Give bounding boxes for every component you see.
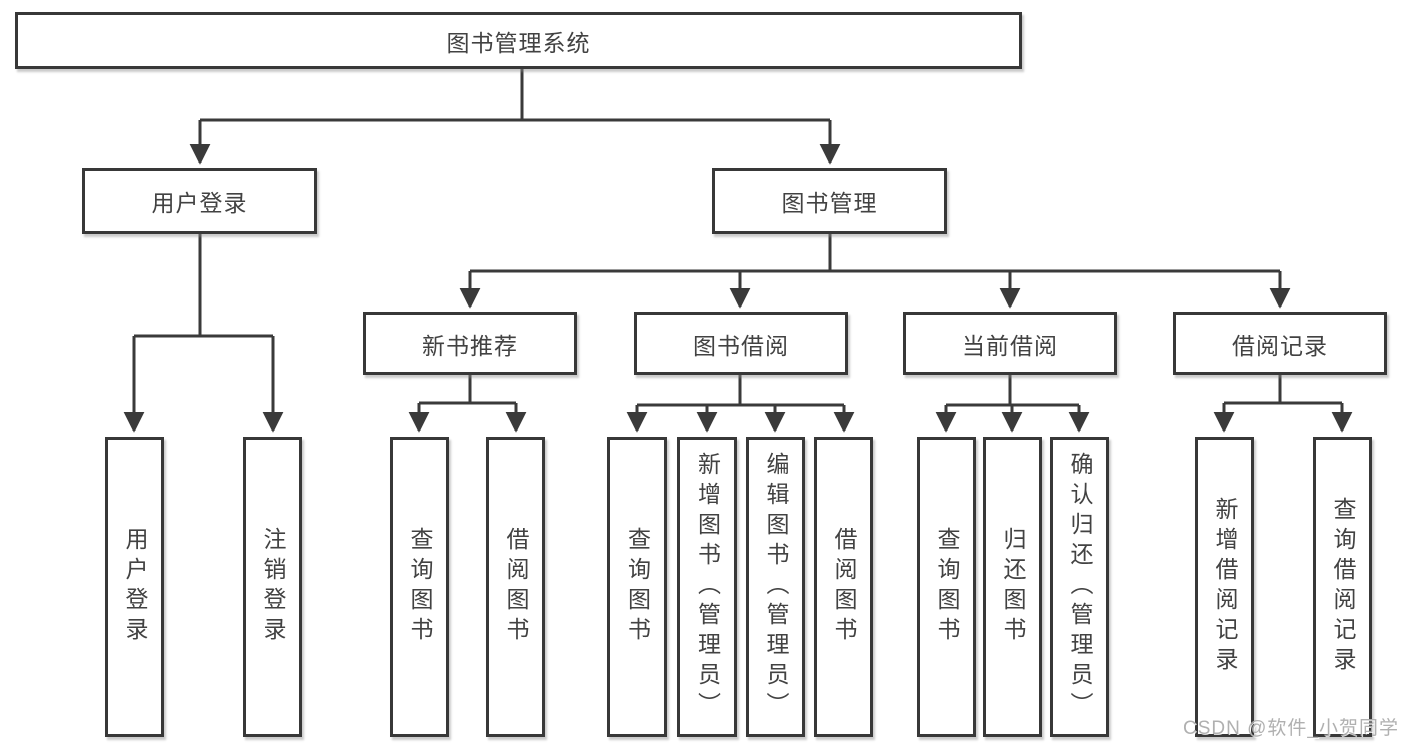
leaf-records-query-record: 查询借阅记录: [1313, 437, 1372, 737]
leaf-records-query-record-label: 查询借阅记录: [1330, 497, 1356, 677]
leaf-user-login: 用户登录: [105, 437, 164, 737]
node-new-book-recommend: 新书推荐: [363, 312, 577, 375]
leaf-newbook-borrow-books-label: 借阅图书: [503, 527, 529, 647]
leaf-current-confirm-return-admin: 确认归还（管理员）: [1050, 437, 1109, 737]
leaf-current-confirm-return-admin-label: 确认归还（管理员）: [1067, 452, 1093, 722]
leaf-newbook-borrow-books: 借阅图书: [486, 437, 545, 737]
node-user-login-label: 用户登录: [151, 190, 248, 216]
leaf-user-login-label: 用户登录: [122, 527, 148, 647]
leaf-logout: 注销登录: [243, 437, 302, 737]
node-current-borrowing: 当前借阅: [903, 312, 1117, 375]
node-book-management-label: 图书管理: [781, 190, 878, 216]
leaf-current-query-books-label: 查询图书: [934, 527, 960, 647]
leaf-logout-label: 注销登录: [260, 527, 286, 647]
root-box-library-system: 图书管理系统: [15, 12, 1022, 69]
node-borrow-records-label: 借阅记录: [1232, 332, 1328, 359]
leaf-borrow-query-books-label: 查询图书: [624, 527, 651, 647]
leaf-borrow-edit-books-admin: 编辑图书（管理员）: [746, 437, 805, 737]
node-book-borrowing: 图书借阅: [634, 312, 848, 375]
csdn-watermark: CSDN @软件_小贺同学: [1183, 718, 1399, 739]
leaf-records-add-record: 新增借阅记录: [1195, 437, 1254, 737]
leaf-borrow-add-books-admin-label: 新增图书（管理员）: [694, 452, 721, 722]
leaf-borrow-query-books: 查询图书: [607, 437, 667, 737]
node-user-login: 用户登录: [82, 168, 317, 234]
root-label: 图书管理系统: [446, 29, 591, 56]
leaf-newbook-query-books: 查询图书: [390, 437, 449, 737]
leaf-borrow-edit-books-admin-label: 编辑图书（管理员）: [763, 452, 789, 722]
node-new-book-recommend-label: 新书推荐: [422, 332, 518, 359]
leaf-newbook-query-books-label: 查询图书: [407, 527, 433, 647]
leaf-current-query-books: 查询图书: [917, 437, 976, 737]
leaf-current-return-books-label: 归还图书: [1000, 527, 1026, 647]
node-book-borrowing-label: 图书借阅: [693, 332, 789, 359]
leaf-borrow-borrow-books-label: 借阅图书: [831, 527, 857, 647]
leaf-records-add-record-label: 新增借阅记录: [1212, 497, 1238, 677]
leaf-current-return-books: 归还图书: [983, 437, 1042, 737]
leaf-borrow-add-books-admin: 新增图书（管理员）: [677, 437, 737, 737]
node-borrow-records: 借阅记录: [1173, 312, 1387, 375]
node-current-borrowing-label: 当前借阅: [962, 332, 1058, 359]
node-book-management: 图书管理: [712, 168, 947, 234]
leaf-borrow-borrow-books: 借阅图书: [814, 437, 873, 737]
